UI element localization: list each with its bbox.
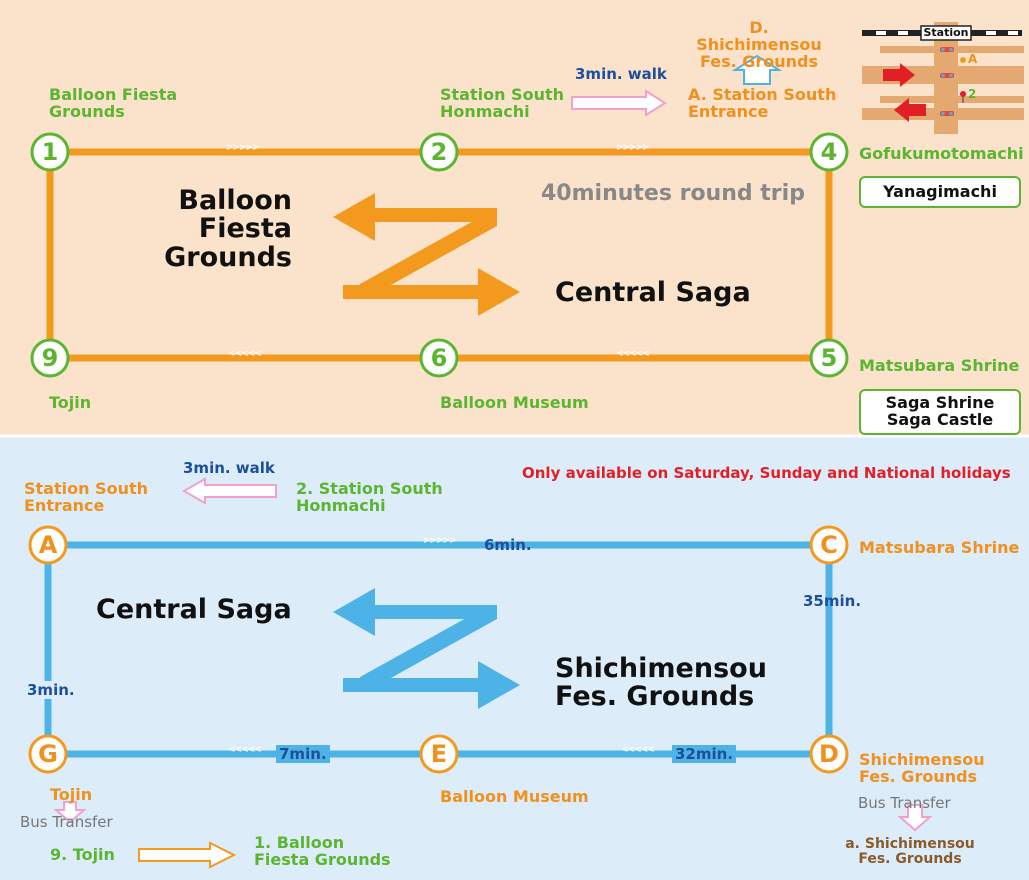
top-walk-label: 3min. walk	[575, 65, 667, 83]
stop-a-circle	[28, 525, 68, 565]
stop-9-circle	[30, 338, 70, 378]
yanagimachi-label: Yanagimachi	[883, 181, 997, 201]
stop-6-circle	[419, 338, 459, 378]
bottom-left-arrowhead	[333, 588, 375, 636]
chevrons-top-2: >>>>>	[616, 143, 650, 153]
stop-2-number: 2	[430, 138, 448, 166]
chevrons-top-3: <<<<<	[228, 349, 262, 359]
stop-g-circle	[28, 734, 68, 774]
bottom-dest-right: Shichimensou Fes. Grounds	[555, 653, 767, 713]
stop-g-letter: G	[38, 740, 58, 768]
stop-5-number: 5	[820, 344, 838, 372]
bottom-z-diagonal	[360, 605, 497, 689]
station-south-entrance: Station South Entrance	[24, 479, 148, 515]
bus-transfer-arrows	[53, 801, 933, 832]
stop-e-name: Balloon Museum	[440, 787, 589, 806]
station-south-honmachi-2: 2. Station South Honmachi	[296, 479, 443, 515]
mini-map-2: 2	[968, 87, 977, 101]
chevrons-top-1: >>>>>	[226, 143, 260, 153]
stop-g-name: Tojin	[50, 785, 93, 804]
saga-shrine-label: Saga Shrine	[885, 393, 995, 413]
stop-c-name: Matsubara Shrine	[859, 538, 1020, 557]
stop-4-name: Gofukumotomachi	[859, 144, 1024, 163]
mini-map-station-label: Station	[923, 26, 969, 39]
time-c-d: 35min.	[803, 592, 862, 610]
saga-shrine-castle-box: Saga Shrine Saga Castle	[859, 389, 1021, 435]
stop-4-circle	[809, 132, 849, 172]
time-e-g: 7min.	[276, 745, 330, 763]
stop-5-circle	[809, 338, 849, 378]
stop-2-circle	[419, 132, 459, 172]
top-z-diagonal	[360, 212, 497, 296]
time-a-c: 6min.	[484, 536, 532, 554]
stop-1-circle	[30, 132, 70, 172]
orange-transfer-arrow	[138, 841, 237, 869]
mini-map-a: A	[968, 52, 978, 66]
saga-castle-label: Saga Castle	[886, 410, 994, 429]
top-panel-bg	[0, 0, 1029, 436]
chevrons-bottom-1: >>>>>	[423, 536, 457, 546]
weekend-notice: Only available on Saturday, Sunday and N…	[522, 464, 1011, 482]
stop-4-number: 4	[820, 138, 838, 166]
stop-1-number: 1	[41, 138, 59, 166]
bus-transfer-left: Bus Transfer	[20, 813, 113, 831]
stop-d-name: Shichimensou Fes. Grounds	[859, 750, 985, 786]
top-left-arrowhead	[333, 193, 375, 241]
top-dest-right: Central Saga	[555, 277, 751, 308]
stop-c-letter: C	[820, 531, 838, 559]
yanagimachi-box: Yanagimachi	[859, 176, 1021, 208]
stop-2-name: Station South Honmachi	[440, 85, 564, 121]
bottom-right-arrowhead	[478, 661, 520, 709]
station-south-entrance-a: A. Station South Entrance	[688, 85, 837, 121]
bottom-walk-arrow	[181, 477, 277, 505]
bottom-walk-label: 3min. walk	[183, 459, 275, 477]
time-d-e: 32min.	[672, 745, 737, 763]
stop-6-number: 6	[430, 344, 448, 372]
chevrons-bottom-2: <<<<<	[228, 745, 262, 755]
bus-transfer-right: Bus Transfer	[858, 794, 951, 812]
stop-5-name: Matsubara Shrine	[859, 356, 1020, 375]
balloon-fiesta-1: 1. Balloon Fiesta Grounds	[254, 833, 391, 869]
stop-6-name: Balloon Museum	[440, 393, 589, 412]
top-up-arrow	[731, 54, 783, 85]
stop-9-number: 9	[41, 344, 59, 372]
shichimensou-d: D. Shichimensou Fes. Grounds	[696, 18, 822, 71]
stop-c-circle	[809, 525, 849, 565]
bottom-panel-bg	[0, 436, 1029, 880]
bottom-dest-left: Central Saga	[96, 594, 292, 625]
chevrons-top-4: <<<<<	[616, 349, 650, 359]
stop-e-letter: E	[430, 740, 448, 768]
stop-1-name: Balloon Fiesta Grounds	[49, 85, 178, 121]
tojin-9: 9. Tojin	[50, 845, 115, 864]
stop-9-name: Tojin	[49, 393, 92, 412]
time-g-a: 3min.	[24, 681, 78, 699]
chevrons-bottom-3: <<<<<	[621, 745, 655, 755]
stop-d-letter: D	[819, 740, 839, 768]
stop-a-letter: A	[38, 531, 58, 559]
round-trip-label: 40minutes round trip	[541, 181, 805, 206]
mini-station-map	[858, 22, 1024, 142]
stop-d-circle	[809, 734, 849, 774]
top-dest-left: Balloon Fiesta Grounds	[164, 185, 292, 273]
top-right-arrowhead	[478, 268, 520, 316]
shichimensou-a: a. Shichimensou Fes. Grounds	[845, 836, 975, 867]
stop-e-circle	[419, 734, 459, 774]
top-walk-arrow	[571, 89, 667, 117]
